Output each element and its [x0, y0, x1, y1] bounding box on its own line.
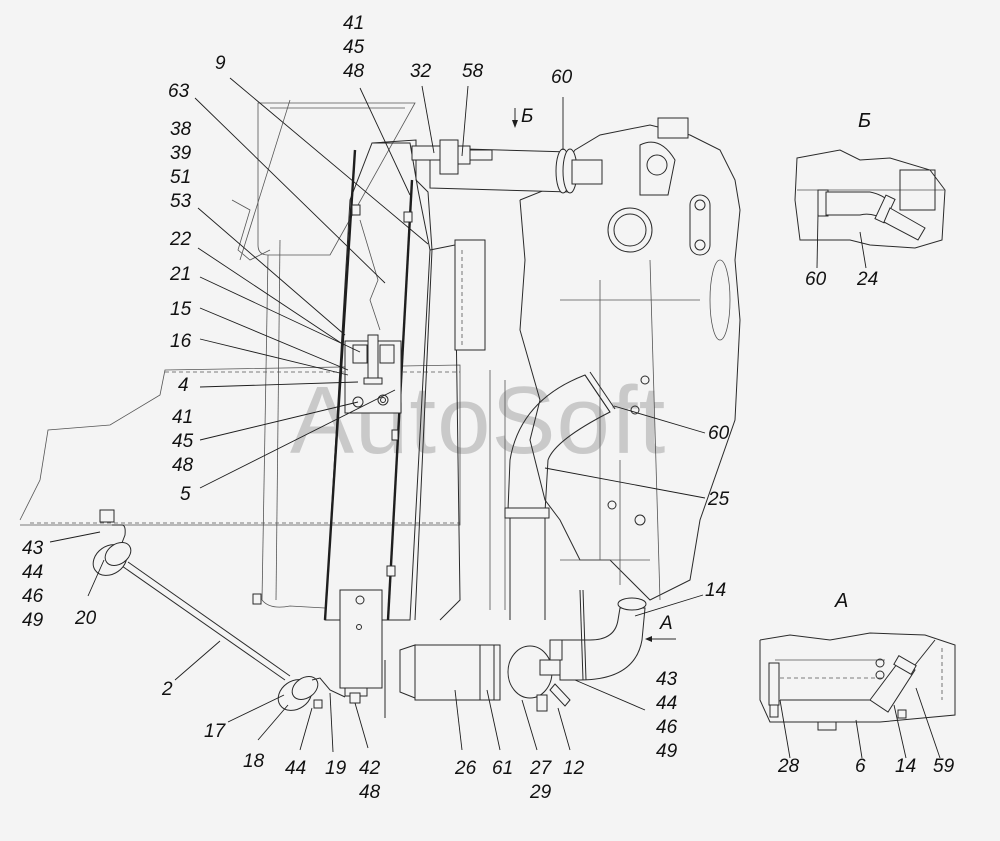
engine-block [519, 117, 741, 601]
lower-elbow-pipe [559, 589, 647, 681]
callout-17: 17 [204, 721, 226, 742]
callout-41-45-48-mid: 41 45 48 [172, 406, 193, 478]
callout-label: 41 [343, 13, 365, 34]
callout-label: 51 [170, 167, 192, 188]
callout-43-44-46-49-right: 43 44 46 49 [656, 668, 677, 764]
callout-61: 61 [492, 758, 514, 779]
callout-22: 22 [170, 229, 192, 250]
callout-label: 42 [359, 758, 381, 779]
callout-label: 48 [172, 455, 194, 476]
callout-41-45-48-top: 41 45 48 [343, 12, 364, 84]
callout-63: 63 [168, 81, 190, 102]
callout-25: 25 [708, 489, 730, 510]
callout-label: 43 [656, 669, 678, 690]
callout-label: 45 [343, 37, 365, 58]
inset-b-title: Б [858, 110, 872, 132]
cab-outline [19, 99, 461, 609]
upper-coolant-pipe [411, 139, 603, 194]
callout-19: 19 [325, 758, 347, 779]
callout-42-48: 42 48 [359, 757, 380, 805]
callout-label: 53 [170, 191, 192, 212]
callout-27-29: 27 29 [530, 757, 551, 805]
inset-a-callout-28: 28 [778, 756, 800, 777]
view-arrow-b [512, 108, 518, 128]
callout-label: 49 [656, 741, 678, 762]
callout-15: 15 [170, 299, 192, 320]
view-arrow-a-label: А [660, 613, 673, 634]
callout-label: 38 [170, 119, 192, 140]
inset-a-title: А [835, 590, 849, 612]
callout-21: 21 [170, 264, 192, 285]
inset-b-callout-24: 24 [857, 269, 879, 290]
callout-label: 39 [170, 143, 192, 164]
callout-label: 45 [172, 431, 194, 452]
callout-label: 44 [22, 562, 44, 583]
callout-label: 46 [22, 586, 44, 607]
callout-label: 48 [359, 782, 381, 803]
lower-bracket [339, 589, 386, 718]
callout-label: 43 [22, 538, 44, 559]
mount-bracket [344, 334, 402, 414]
callout-14: 14 [705, 580, 727, 601]
callout-16: 16 [170, 331, 192, 352]
inset-a-callout-6: 6 [855, 756, 866, 777]
curved-hose [504, 371, 616, 620]
callout-60-top: 60 [551, 67, 573, 88]
callout-43-44-46-49-left: 43 44 46 49 [22, 537, 43, 633]
lower-tank [399, 639, 571, 712]
callout-26: 26 [455, 758, 477, 779]
callout-60-mid: 60 [708, 423, 730, 444]
view-arrow-a [645, 636, 676, 642]
callout-44: 44 [285, 758, 307, 779]
leader-lines [49, 77, 941, 759]
callout-label: 49 [22, 610, 44, 631]
stabilizer-rod [92, 509, 361, 711]
callout-5: 5 [180, 484, 191, 505]
inset-b-callout-60: 60 [805, 269, 827, 290]
callout-32: 32 [410, 61, 432, 82]
callout-4: 4 [178, 375, 189, 396]
view-arrow-b-label: Б [521, 106, 534, 127]
callout-12: 12 [563, 758, 585, 779]
callout-label: 48 [343, 61, 365, 82]
inset-a-callout-59: 59 [933, 756, 955, 777]
callout-9: 9 [215, 53, 226, 74]
callout-label: 41 [172, 407, 194, 428]
inset-view-b [794, 149, 946, 249]
callout-18: 18 [243, 751, 265, 772]
inset-a-callout-14: 14 [895, 756, 917, 777]
callout-label: 29 [530, 782, 552, 803]
callout-20: 20 [75, 608, 97, 629]
callout-label: 46 [656, 717, 678, 738]
callout-38-39-51-53: 38 39 51 53 [170, 118, 191, 214]
callout-label: 27 [530, 758, 552, 779]
inset-view-a [759, 632, 956, 731]
callout-58: 58 [462, 61, 484, 82]
callout-label: 44 [656, 693, 678, 714]
radiator-core [429, 239, 506, 621]
callout-2: 2 [162, 679, 173, 700]
